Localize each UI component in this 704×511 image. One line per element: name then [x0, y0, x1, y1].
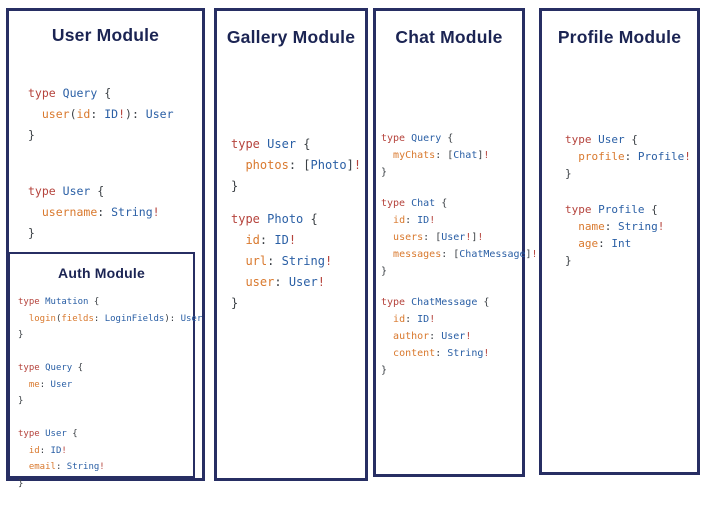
module-panel-profile: Profile Module type User { profile: Prof…	[539, 8, 700, 475]
module-panel-gallery: Gallery Module type User { photos: [Phot…	[214, 8, 368, 481]
code-block-user-query: type Query { user(id: ID!): User}	[28, 86, 174, 142]
module-title-chat: Chat Module	[395, 27, 503, 47]
code-block-gallery-user: type User { photos: [Photo]!}	[231, 137, 362, 193]
module-panel-user: User Module type Query { user(id: ID!): …	[6, 8, 205, 489]
module-panel-chat: Chat Module type Query { myChats: [Chat]…	[373, 8, 538, 477]
code-block-auth: type Mutation { login(fields: LoginField…	[18, 297, 203, 489]
code-block-profile-user: type User { profile: Profile!}	[565, 133, 691, 180]
code-block-gallery-photo: type Photo { id: ID! url: String! user: …	[231, 212, 333, 310]
code-block-chat-query: type Query { myChats: [Chat]!}	[381, 133, 490, 178]
code-block-user-user: type User { username: String!}	[28, 184, 160, 240]
module-title-profile: Profile Module	[557, 27, 682, 47]
code-block-profile-profile: type Profile { name: String! age: Int}	[565, 203, 665, 267]
module-title-auth: Auth Module	[58, 265, 145, 281]
code-block-chat-chat: type Chat { id: ID! users: [User!]! mess…	[381, 198, 538, 277]
code-block-chat-message: type ChatMessage { id: ID! author: User!…	[381, 297, 490, 376]
module-panel-auth: Auth Module type Mutation { login(fields…	[8, 252, 202, 489]
module-title-gallery: Gallery Module	[226, 27, 356, 47]
module-title-user: User Module	[51, 25, 160, 45]
